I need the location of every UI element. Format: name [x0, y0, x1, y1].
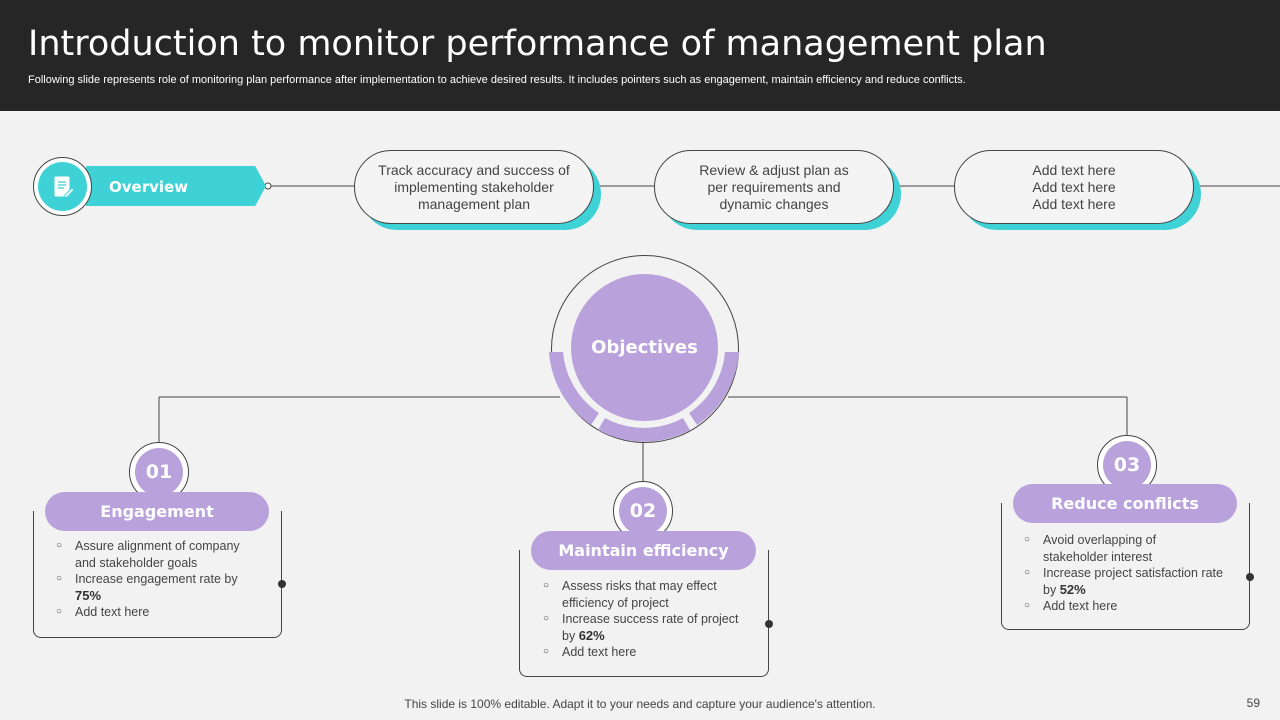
engagement-box [33, 511, 282, 638]
number-badge-02: 02 [619, 487, 667, 535]
efficiency-title: Maintain efficiency [531, 531, 756, 570]
header-bar: Introduction to monitor performance of m… [0, 0, 1280, 111]
engagement-bullets: Assure alignment of company and stakehol… [56, 538, 261, 621]
list-item: Assess risks that may effect efficiency … [543, 578, 748, 611]
list-item: Add text here [56, 604, 261, 621]
connector-dot [765, 620, 773, 628]
objectives-label: Objectives [591, 337, 698, 358]
footer-note: This slide is 100% editable. Adapt it to… [404, 697, 876, 711]
objectives-circle: Objectives [571, 274, 718, 421]
list-item: Increase project satisfaction rate by 52… [1024, 565, 1224, 598]
efficiency-bullets: Assess risks that may effect efficiency … [543, 578, 748, 661]
overview-pill-2: Review & adjust plan as per requirements… [654, 150, 894, 224]
box-edge [33, 511, 34, 521]
overview-tag [86, 166, 266, 206]
page-number: 59 [1246, 696, 1260, 710]
list-item: Add text here [543, 644, 748, 661]
list-item: Increase engagement rate by 75% [56, 571, 261, 604]
connector-dot [278, 580, 286, 588]
connector-dot [1246, 573, 1254, 581]
conflicts-box [1001, 503, 1250, 630]
page-subtitle: Following slide represents role of monit… [28, 74, 966, 86]
list-item: Avoid overlapping of stakeholder interes… [1024, 532, 1224, 565]
document-icon [38, 162, 87, 211]
page-title: Introduction to monitor performance of m… [28, 24, 1047, 64]
efficiency-box [519, 550, 769, 677]
overview-pill-3: Add text here Add text here Add text her… [954, 150, 1194, 224]
list-item: Increase success rate of project by 62% [543, 611, 748, 644]
overview-pill-1: Track accuracy and success of implementi… [354, 150, 594, 224]
conflicts-bullets: Avoid overlapping of stakeholder interes… [1024, 532, 1224, 615]
engagement-title: Engagement [45, 492, 269, 531]
number-badge-03: 03 [1103, 441, 1151, 489]
conflicts-title: Reduce conflicts [1013, 484, 1237, 523]
overview-label: Overview [109, 178, 189, 196]
list-item: Assure alignment of company and stakehol… [56, 538, 261, 571]
number-badge-01: 01 [135, 448, 183, 496]
list-item: Add text here [1024, 598, 1224, 615]
